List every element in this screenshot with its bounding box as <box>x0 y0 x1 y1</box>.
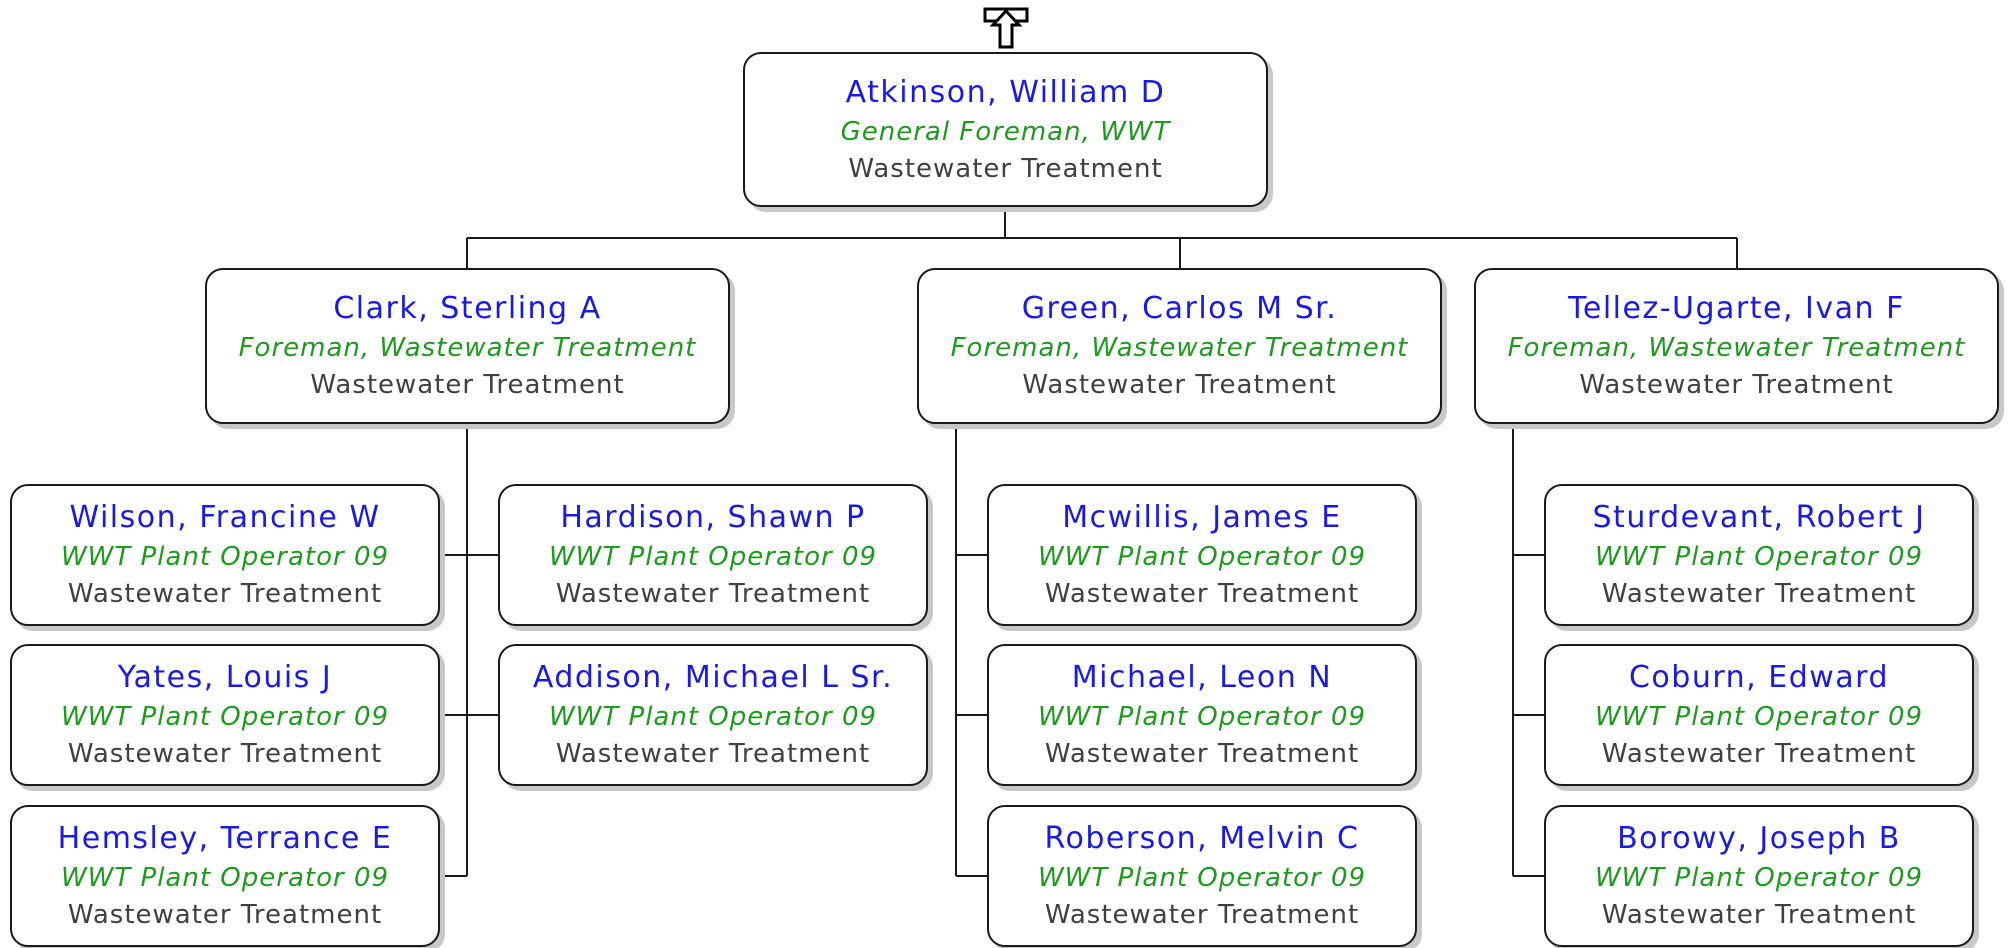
node-department: Wastewater Treatment <box>1044 579 1360 609</box>
org-node-operator[interactable]: Yates, Louis J WWT Plant Operator 09 Was… <box>10 644 440 786</box>
node-department: Wastewater Treatment <box>1022 370 1337 400</box>
node-department: Wastewater Treatment <box>1601 579 1917 609</box>
node-department: Wastewater Treatment <box>1044 739 1360 769</box>
org-node-operator[interactable]: Hemsley, Terrance E WWT Plant Operator 0… <box>10 805 440 947</box>
node-title: Foreman, Wastewater Treatment <box>1507 333 1966 363</box>
node-department: Wastewater Treatment <box>1601 739 1917 769</box>
org-node-operator[interactable]: Sturdevant, Robert J WWT Plant Operator … <box>1544 484 1974 626</box>
org-node-operator[interactable]: Borowy, Joseph B WWT Plant Operator 09 W… <box>1544 805 1974 947</box>
node-name: Hardison, Shawn P <box>560 500 866 535</box>
node-name: Green, Carlos M Sr. <box>1021 291 1338 326</box>
node-name: Yates, Louis J <box>117 660 333 695</box>
node-department: Wastewater Treatment <box>1601 900 1917 930</box>
org-node-operator[interactable]: Mcwillis, James E WWT Plant Operator 09 … <box>987 484 1417 626</box>
node-name: Atkinson, William D <box>845 74 1166 110</box>
node-name: Clark, Sterling A <box>333 291 602 326</box>
node-title: WWT Plant Operator 09 <box>1037 863 1367 893</box>
org-node-operator[interactable]: Coburn, Edward WWT Plant Operator 09 Was… <box>1544 644 1974 786</box>
node-title: WWT Plant Operator 09 <box>60 702 390 732</box>
org-node-operator[interactable]: Hardison, Shawn P WWT Plant Operator 09 … <box>498 484 928 626</box>
node-department: Wastewater Treatment <box>67 900 383 930</box>
node-title: Foreman, Wastewater Treatment <box>950 333 1409 363</box>
node-department: Wastewater Treatment <box>67 579 383 609</box>
node-title: General Foreman, WWT <box>840 116 1171 147</box>
org-node-operator[interactable]: Michael, Leon N WWT Plant Operator 09 Wa… <box>987 644 1417 786</box>
node-title: WWT Plant Operator 09 <box>60 863 390 893</box>
node-name: Addison, Michael L Sr. <box>532 660 894 695</box>
org-node-root[interactable]: Atkinson, William D General Foreman, WWT… <box>743 52 1268 207</box>
node-title: WWT Plant Operator 09 <box>1594 863 1924 893</box>
node-title: WWT Plant Operator 09 <box>1037 542 1367 572</box>
org-node-operator[interactable]: Addison, Michael L Sr. WWT Plant Operato… <box>498 644 928 786</box>
node-department: Wastewater Treatment <box>310 370 625 400</box>
org-node-foreman[interactable]: Tellez-Ugarte, Ivan F Foreman, Wastewate… <box>1474 268 1999 424</box>
node-name: Michael, Leon N <box>1071 660 1333 695</box>
node-department: Wastewater Treatment <box>1044 900 1360 930</box>
node-title: WWT Plant Operator 09 <box>1594 702 1924 732</box>
node-title: WWT Plant Operator 09 <box>548 702 878 732</box>
node-department: Wastewater Treatment <box>555 739 871 769</box>
org-node-foreman[interactable]: Clark, Sterling A Foreman, Wastewater Tr… <box>205 268 730 424</box>
node-department: Wastewater Treatment <box>555 579 871 609</box>
node-name: Wilson, Francine W <box>69 500 381 535</box>
node-title: WWT Plant Operator 09 <box>1594 542 1924 572</box>
node-name: Mcwillis, James E <box>1062 500 1342 535</box>
node-name: Roberson, Melvin C <box>1044 821 1360 856</box>
node-title: WWT Plant Operator 09 <box>1037 702 1367 732</box>
node-name: Borowy, Joseph B <box>1617 821 1901 856</box>
node-name: Coburn, Edward <box>1628 660 1890 695</box>
up-arrow-icon[interactable] <box>983 7 1029 51</box>
org-node-foreman[interactable]: Green, Carlos M Sr. Foreman, Wastewater … <box>917 268 1442 424</box>
node-department: Wastewater Treatment <box>67 739 383 769</box>
node-name: Sturdevant, Robert J <box>1592 500 1926 535</box>
node-name: Hemsley, Terrance E <box>57 821 393 856</box>
node-title: WWT Plant Operator 09 <box>548 542 878 572</box>
org-node-operator[interactable]: Wilson, Francine W WWT Plant Operator 09… <box>10 484 440 626</box>
node-name: Tellez-Ugarte, Ivan F <box>1568 291 1905 326</box>
node-department: Wastewater Treatment <box>848 153 1163 184</box>
node-department: Wastewater Treatment <box>1579 370 1894 400</box>
node-title: Foreman, Wastewater Treatment <box>238 333 697 363</box>
org-node-operator[interactable]: Roberson, Melvin C WWT Plant Operator 09… <box>987 805 1417 947</box>
node-title: WWT Plant Operator 09 <box>60 542 390 572</box>
